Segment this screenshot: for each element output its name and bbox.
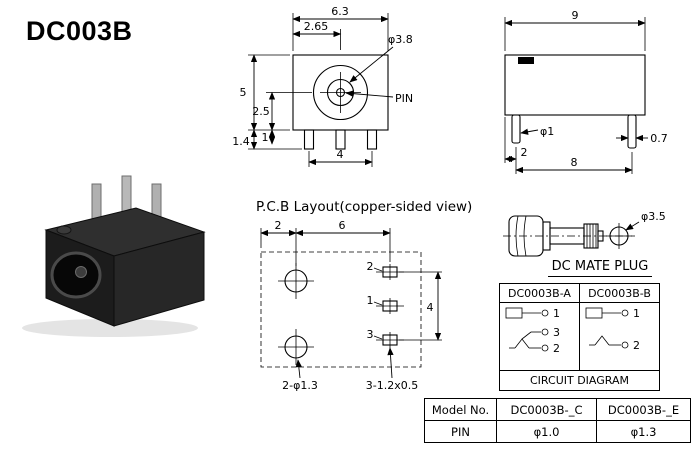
pin-label: PIN	[395, 92, 413, 105]
circuit-diagram-b: 1 2	[585, 307, 640, 352]
dim-inner-offset: 2.65	[304, 20, 329, 33]
pcb-dimensions: 2 6 4 2 1 3 2-φ1.3 3-1.2x0.5	[260, 219, 442, 392]
pin-diameter-label: φ1	[540, 125, 554, 138]
component-photo	[22, 175, 206, 337]
pcb-layout-view: 2 6 4 2 1 3 2-φ1.3 3-1.2x0.5	[260, 219, 442, 392]
front-view-dimensions: 6.3 2.65 5 2.5 1.4 1 4 φ3.8 PIN	[232, 5, 413, 166]
dim-pin-length: 1.4	[232, 135, 250, 148]
circuit-header-b: DC0003B-B	[579, 283, 660, 303]
model-pin-e: φ1.3	[596, 420, 691, 443]
hole-diameter-label: φ3.8	[388, 33, 413, 46]
dim-center-height: 2.5	[252, 105, 270, 118]
dim-width: 9	[572, 9, 579, 22]
side-view-dimensions: 9 φ1 2 8 0.7	[504, 9, 668, 174]
circuit-table: DC0003B-A DC0003B-B 1 3 2	[499, 283, 660, 391]
pcb-outline	[260, 251, 422, 368]
circuit-header-a: DC0003B-A	[499, 283, 580, 303]
model-pin-label: PIN	[424, 420, 497, 443]
pad-label-1: 1	[367, 294, 374, 307]
mate-plug-view: φ3.5	[503, 210, 666, 257]
dim-pin-short: 1	[262, 131, 269, 144]
side-view: 9 φ1 2 8 0.7	[504, 9, 668, 174]
side-view-body	[504, 54, 646, 149]
dim-height: 5	[240, 86, 247, 99]
dim-tail: 0.7	[650, 132, 668, 145]
dim-pin-span: 8	[571, 156, 578, 169]
pin-a-1: 1	[553, 307, 560, 320]
dim-width-top: 6.3	[331, 5, 349, 18]
model-header-e: DC0003B-_E	[596, 398, 691, 421]
pin-b-2: 2	[633, 339, 640, 352]
pad-label-3: 3	[367, 328, 374, 341]
page-title: DC003B	[26, 16, 133, 46]
dim-left: 2	[275, 219, 282, 232]
plug-diameter-label: φ3.5	[641, 210, 666, 223]
component-pin	[151, 183, 162, 219]
dim-pin-span: 4	[337, 148, 344, 161]
pcb-layout-caption: P.C.B Layout(copper-sided view)	[256, 199, 473, 215]
circuit-table-caption: CIRCUIT DIAGRAM	[499, 370, 660, 391]
component-pin	[121, 175, 132, 213]
model-table: Model No. DC0003B-_C DC0003B-_E PIN φ1.0…	[424, 398, 691, 443]
mate-plug-drawing: φ3.5	[503, 210, 666, 257]
dim-pad-span: 4	[427, 301, 434, 314]
model-header-label: Model No.	[424, 398, 497, 421]
pin-a-2: 2	[553, 342, 560, 355]
front-view-body	[292, 54, 389, 150]
mate-plug-title: DC MATE PLUG	[548, 259, 652, 277]
model-pin-c: φ1.0	[496, 420, 597, 443]
pin-b-1: 1	[633, 307, 640, 320]
pcb-extension-lines	[260, 228, 442, 341]
circuit-diagram-a: 1 3 2	[505, 307, 560, 355]
front-view: 6.3 2.65 5 2.5 1.4 1 4 φ3.8 PIN	[232, 5, 413, 167]
slots-callout: 3-1.2x0.5	[366, 379, 418, 392]
component-pin	[91, 183, 102, 221]
model-header-c: DC0003B-_C	[496, 398, 597, 421]
component-3d-render	[22, 175, 206, 337]
pin-a-3: 3	[553, 326, 560, 339]
pad-label-2: 2	[367, 260, 374, 273]
dim-span: 6	[339, 219, 346, 232]
dim-pin-offset: 2	[521, 146, 528, 159]
holes-callout: 2-φ1.3	[282, 379, 318, 392]
